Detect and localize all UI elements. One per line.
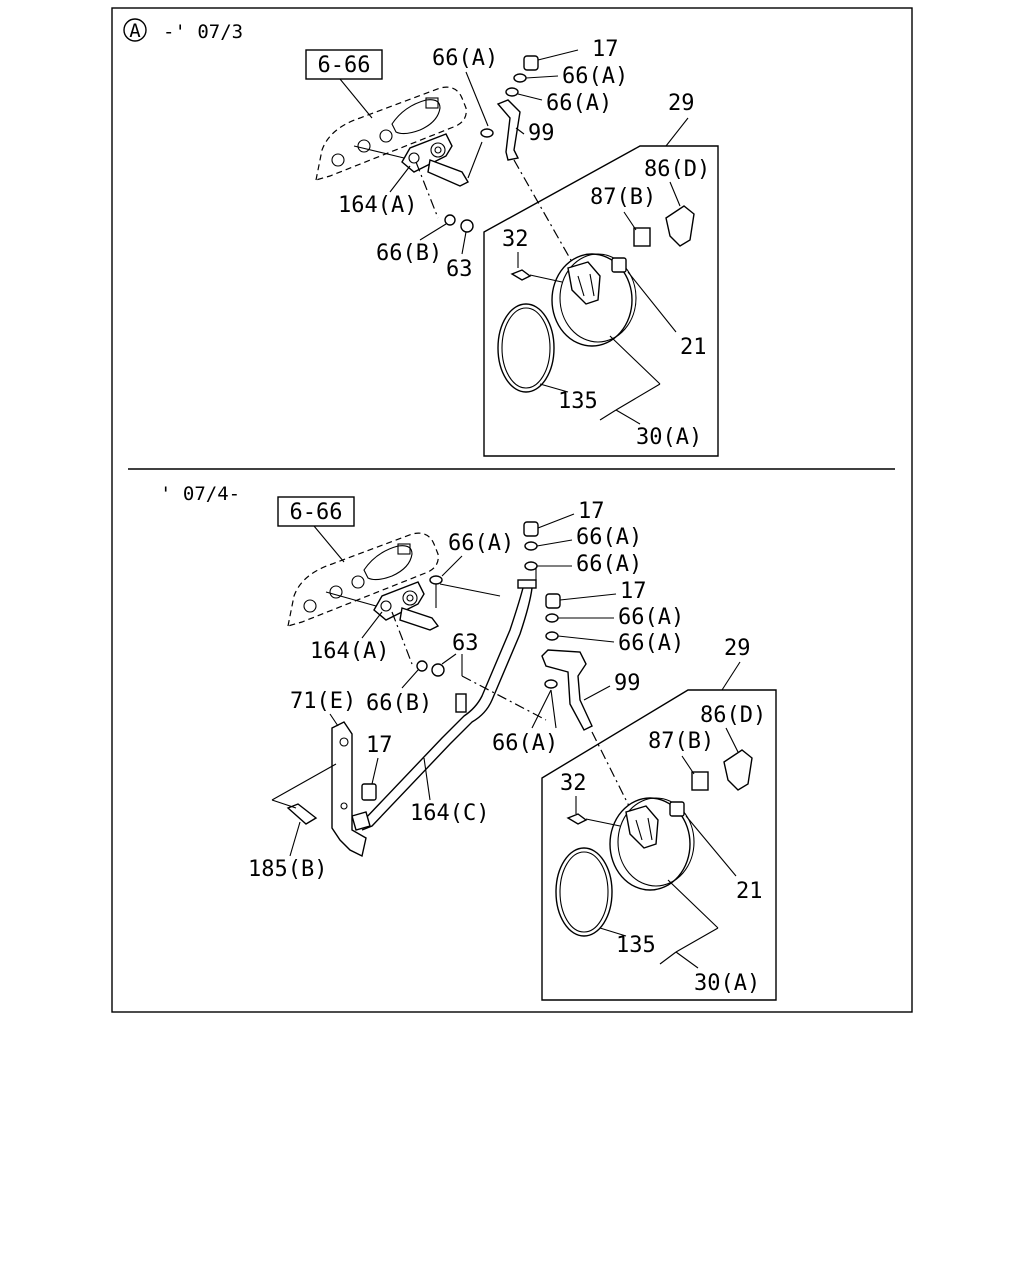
section-b-ref-box	[277, 496, 355, 527]
section-b-label-29: 29	[724, 636, 751, 661]
section-b-label-30a: 30(A)	[694, 971, 760, 996]
section-b-label-66a-2: 66(A)	[576, 552, 642, 577]
section-a-label-86d: 86(D)	[644, 157, 710, 182]
section-a-label-66b: 66(B)	[376, 241, 442, 266]
section-a-label-66a-3: 66(A)	[432, 46, 498, 71]
section-b-screw-32	[566, 813, 588, 825]
section-a-label-32: 32	[502, 227, 529, 252]
section-a-bracket-plate	[315, 86, 467, 181]
section-b-label-17-2: 17	[620, 579, 647, 604]
section-b-nut-17-3	[361, 783, 377, 801]
section-a-part-87b	[633, 227, 651, 247]
section-b-label-66a-3: 66(A)	[618, 605, 684, 630]
section-b-label-164c: 164(C)	[410, 801, 489, 826]
section-b-bracket-71e	[331, 721, 367, 858]
section-a-label-87b: 87(B)	[590, 185, 656, 210]
section-b-ring-135	[555, 847, 613, 937]
section-b-nut-63	[431, 663, 445, 677]
section-b-pipe-164c	[355, 583, 525, 827]
section-a-label-99: 99	[528, 121, 555, 146]
section-b-period: ' 07/4-	[160, 483, 240, 505]
section-a-ref-box	[305, 49, 383, 80]
section-b-part-86d	[723, 749, 753, 791]
section-b-label-63: 63	[452, 631, 479, 656]
section-a-nut-17	[523, 55, 539, 71]
diagram-frame	[111, 7, 913, 1013]
section-a-label-30a: 30(A)	[636, 425, 702, 450]
section-a-label-135: 135	[558, 389, 598, 414]
section-b-stay-99	[541, 649, 593, 731]
section-a-ring-135	[497, 303, 555, 393]
section-a-label-63: 63	[446, 257, 473, 282]
section-b-bolt-185b	[286, 803, 318, 825]
section-b-washer-66b	[416, 660, 428, 672]
section-b-part-87b	[691, 771, 709, 791]
section-b-label-66a-4: 66(A)	[618, 631, 684, 656]
section-b-label-17-3: 17	[366, 733, 393, 758]
section-b-label-66a-bottom: 66(A)	[492, 731, 558, 756]
section-b-label-32: 32	[560, 771, 587, 796]
section-b-bracket-plate	[287, 532, 439, 627]
section-b-label-135: 135	[616, 933, 656, 958]
section-a-label-21: 21	[680, 335, 707, 360]
section-b-label-17-1: 17	[578, 499, 605, 524]
section-b-nut-17-2	[545, 593, 561, 609]
section-b-label-99: 99	[614, 671, 641, 696]
section-a-label-29: 29	[668, 91, 695, 116]
section-b-label-71e: 71(E)	[290, 689, 356, 714]
section-b-nut-21	[669, 801, 685, 817]
section-b-label-66b: 66(B)	[366, 691, 432, 716]
section-a-assembly-box	[483, 145, 719, 457]
section-b-label-185b: 185(B)	[248, 857, 327, 882]
section-b-label-66a-left: 66(A)	[448, 531, 514, 556]
section-a-label-164a: 164(A)	[338, 193, 417, 218]
section-a-part-86d	[665, 205, 695, 247]
section-a-washer-66b	[444, 214, 456, 226]
section-a-stay-99	[496, 99, 521, 161]
section-b-label-86d: 86(D)	[700, 703, 766, 728]
section-b-ref-label: 6-66	[290, 500, 343, 525]
section-b-label-164a: 164(A)	[310, 639, 389, 664]
section-a-marker: A	[129, 20, 141, 42]
section-a-screw-32	[510, 269, 532, 281]
section-b-label-66a-1: 66(A)	[576, 525, 642, 550]
section-a-period: -' 07/3	[163, 21, 243, 43]
section-a-label-66a-1: 66(A)	[562, 64, 628, 89]
section-b-nut-17-1	[523, 521, 539, 537]
section-a: A -' 07/3 6-66	[123, 18, 719, 457]
section-b-label-87b: 87(B)	[648, 729, 714, 754]
section-a-marker-circle	[123, 18, 147, 42]
section-b-assembly-box	[541, 689, 777, 1001]
section-a-label-66a-2: 66(A)	[546, 91, 612, 116]
section-a-label-17: 17	[592, 37, 619, 62]
section-b: ' 07/4- 6-66	[160, 483, 777, 1001]
section-a-nut-21	[611, 257, 627, 273]
section-b-label-21: 21	[736, 879, 763, 904]
section-a-nut-63	[460, 219, 474, 233]
section-a-ref-label: 6-66	[318, 53, 371, 78]
